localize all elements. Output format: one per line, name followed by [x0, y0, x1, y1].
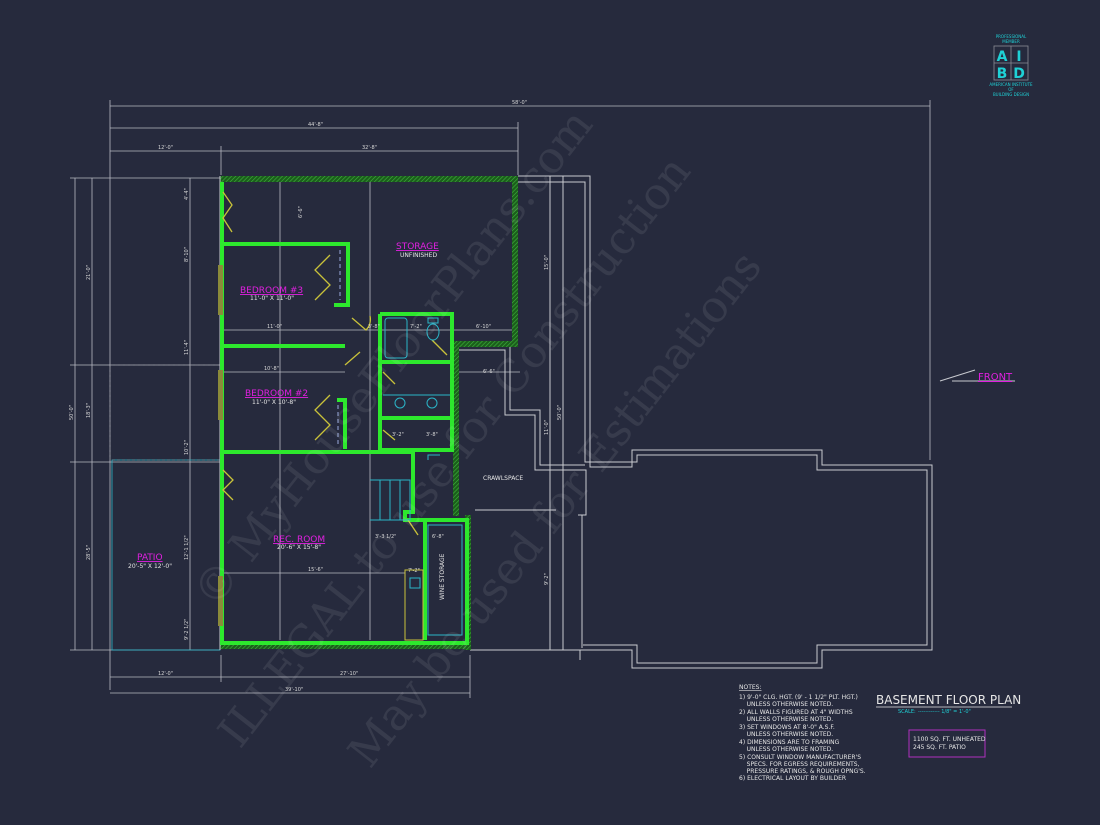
svg-text:AMERICAN INSTITUTE: AMERICAN INSTITUTE	[989, 82, 1033, 87]
dim-inner: 7'-2"	[408, 568, 420, 574]
note-line: 2) ALL WALLS FIGURED AT 4" WIDTHS	[739, 709, 853, 716]
dim-bottom-overall: 39'-10"	[285, 687, 303, 693]
note-line: 1) 9'-0" CLG. HGT. (9' - 1 1/2" PLT. HGT…	[739, 694, 858, 701]
dim-left-a: 21'-0"	[86, 265, 92, 280]
svg-text:PROFESSIONAL: PROFESSIONAL	[996, 34, 1027, 39]
notes-heading: NOTES:	[739, 684, 762, 691]
dim-inner: 6'-8"	[432, 534, 444, 540]
notes: NOTES: 1) 9'-0" CLG. HGT. (9' - 1 1/2" P…	[739, 684, 866, 782]
dim-top-house: 44'-8"	[308, 122, 323, 128]
patio-label: PATIO	[137, 553, 163, 563]
note-line: UNLESS OTHERWISE NOTED.	[739, 731, 833, 738]
dim-bottom-right: 27'-10"	[340, 671, 358, 677]
fixtures	[337, 250, 463, 636]
dimension-labels: 58'-0" 44'-8" 12'-0" 32'-8" 12'-0" 27'-1…	[69, 100, 563, 693]
room-labels: STORAGE UNFINISHED BEDROOM #3 11'-0" X 1…	[240, 242, 446, 600]
scale-label: SCALE:	[898, 709, 916, 715]
dim-left-c: 28'-5"	[86, 545, 92, 560]
svg-text:I: I	[1016, 49, 1021, 65]
front-label: FRONT	[978, 372, 1013, 383]
scale-value: ------------ 1/8" = 1'-0"	[918, 709, 971, 715]
dim-top-left: 12'-0"	[158, 145, 173, 151]
dim-inner: 10'-8"	[264, 366, 279, 372]
bedroom2-size: 11'-0" X 10'-8"	[252, 399, 296, 406]
area-unheated: 1100 SQ. FT. UNHEATED	[913, 736, 986, 743]
bedroom3-label: BEDROOM #3	[240, 286, 303, 296]
svg-text:D: D	[1013, 66, 1025, 82]
dim-inner: 6'-10"	[476, 324, 491, 330]
note-line: 5) CONSULT WINDOW MANUFACTURER'S	[739, 754, 861, 761]
dim-right-b: 11'-0"	[544, 420, 550, 435]
area-patio: 245 SQ. FT. PATIO	[913, 744, 966, 751]
plan-title: BASEMENT FLOOR PLAN	[876, 693, 1021, 707]
dim-left-b: 18'-3"	[86, 403, 92, 418]
dim-right-d: 9'-2"	[544, 573, 550, 585]
crawlspace-label: CRAWLSPACE	[483, 475, 523, 482]
dim-inner: 10'-2"	[184, 440, 190, 455]
patio: PATIO 20'-5" X 12'-0"	[109, 364, 221, 651]
dim-inner: 3'-8"	[426, 432, 438, 438]
dim-inner: 6'-6"	[298, 206, 304, 218]
dimension-lines	[70, 100, 931, 698]
title-block: BASEMENT FLOOR PLAN SCALE: ------------ …	[876, 693, 1021, 758]
dim-inner: 11'-4"	[184, 340, 190, 355]
dim-inner: 3'-8"	[368, 324, 380, 330]
note-line: UNLESS OTHERWISE NOTED.	[739, 716, 833, 723]
note-line: 6) ELECTRICAL LAYOUT BY BUILDER	[739, 775, 846, 782]
storage-label: STORAGE	[396, 242, 439, 252]
svg-text:OF: OF	[1008, 87, 1014, 92]
dim-inner: 8'-10"	[184, 247, 190, 262]
dim-inner: 4'-4"	[184, 188, 190, 200]
dim-inner: 15'-6"	[308, 567, 323, 573]
dim-bottom-left: 12'-0"	[158, 671, 173, 677]
svg-text:BUILDING DESIGN: BUILDING DESIGN	[993, 92, 1029, 97]
dim-inner: 9'-2 1/2"	[184, 619, 190, 640]
svg-text:MEMBER: MEMBER	[1002, 39, 1020, 44]
bedroom3-size: 11'-0" X 11'-0"	[250, 295, 294, 302]
dim-right-c: 50'-0"	[557, 405, 563, 420]
wine-storage-label: WINE STORAGE	[439, 553, 446, 600]
svg-text:B: B	[997, 66, 1008, 82]
dim-inner: 11'-0"	[267, 324, 282, 330]
dim-inner: 7'-2"	[410, 324, 422, 330]
dim-left-overall: 50'-0"	[69, 405, 75, 420]
dim-inner: 3'-2"	[392, 432, 404, 438]
note-line: UNLESS OTHERWISE NOTED.	[739, 746, 833, 753]
storage-sub: UNFINISHED	[400, 252, 437, 259]
dim-top-right: 32'-8"	[362, 145, 377, 151]
note-line: UNLESS OTHERWISE NOTED.	[739, 701, 833, 708]
note-line: SPECS. FOR EGRESS REQUIREMENTS,	[739, 761, 860, 768]
dim-inner: 12'-1 1/2"	[184, 535, 190, 560]
note-line: PRESSURE RATINGS, & ROUGH OPNG'S.	[739, 768, 866, 775]
dim-right-a: 15'-0"	[544, 255, 550, 270]
patio-size: 20'-5" X 12'-0"	[128, 563, 172, 570]
dim-inner: 3'-3 1/2"	[375, 534, 396, 540]
rec-room-label: REC. ROOM	[273, 535, 325, 545]
aibd-logo: PROFESSIONAL MEMBER A I B D AMERICAN INS…	[989, 34, 1033, 97]
note-line: 3) SET WINDOWS AT 8'-0" A.S.F.	[739, 724, 835, 731]
note-line: 4) DIMENSIONS ARE TO FRAMING	[739, 739, 840, 746]
bedroom2-label: BEDROOM #2	[245, 389, 308, 399]
dim-inner: 6'-6"	[483, 369, 495, 375]
rec-room-size: 20'-6" X 15'-8"	[277, 544, 321, 551]
dim-top-overall: 58'-0"	[512, 100, 527, 106]
doors	[222, 191, 448, 641]
watermark: © MyHouseFloorPlans.com ILLEGAL to use f…	[183, 100, 771, 777]
svg-text:A: A	[997, 49, 1008, 65]
